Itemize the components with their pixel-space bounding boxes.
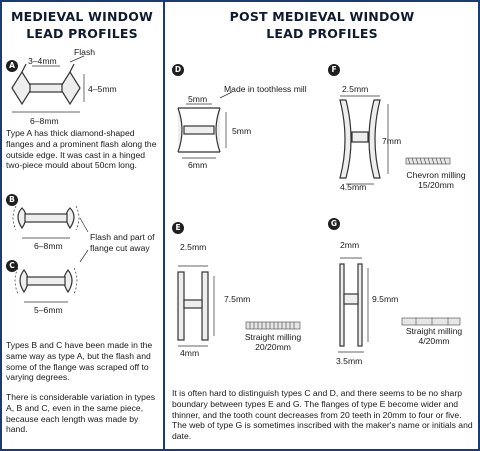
e-top-label: 2.5mm — [180, 242, 207, 252]
g-bottom-label: 3.5mm — [336, 356, 363, 366]
d-side-label: 5mm — [232, 126, 252, 136]
a-span-label: 6–8mm — [30, 116, 59, 126]
g-top-label: 2mm — [340, 240, 360, 250]
profile-d-dimensions — [182, 91, 233, 159]
a-height-label: 4–5mm — [88, 84, 117, 94]
badge-e: E — [172, 222, 184, 234]
a-flash-label: Flash — [74, 47, 96, 57]
b-span-label: 6–8mm — [34, 241, 63, 251]
badge-b: B — [6, 194, 18, 206]
badge-c: C — [6, 260, 18, 272]
e-mill-count: 20/20mm — [255, 342, 291, 352]
right-title-line2: LEAD PROFILES — [266, 26, 378, 41]
straight-milling-sample-e — [245, 321, 301, 330]
g-mill-count: 4/20mm — [418, 336, 450, 346]
variation-note: There is considerable variation in types… — [6, 392, 156, 435]
e-mill-label: Straight milling — [244, 332, 302, 342]
badge-g: G — [328, 218, 340, 230]
profile-c-dimensions — [14, 249, 89, 303]
a-width-label: 3–4mm — [28, 56, 57, 66]
profile-c-drawing — [19, 269, 73, 294]
profile-f-dimensions — [340, 95, 389, 185]
types-bc-description: Types B and C have been made in the same… — [6, 340, 153, 383]
f-top-label: 2.5mm — [342, 84, 369, 94]
c-span-label: 5–6mm — [34, 305, 63, 315]
profile-b-dimensions — [12, 205, 89, 239]
badge-a: A — [6, 60, 18, 72]
right-title-line1: POST MEDIEVAL WINDOW — [229, 9, 415, 24]
left-title-line2: LEAD PROFILES — [26, 26, 138, 41]
badge-f: F — [328, 64, 340, 76]
f-side-label: 7mm — [382, 136, 402, 146]
d-bottom-label: 6mm — [188, 160, 208, 170]
profile-e-dimensions — [178, 265, 215, 347]
f-mill-count: 15/20mm — [418, 180, 454, 190]
chevron-milling-sample — [405, 157, 451, 165]
straight-milling-sample-g — [401, 317, 461, 326]
profile-e-drawing — [177, 271, 209, 341]
profile-a-drawing — [11, 63, 81, 106]
profile-g-dimensions — [338, 257, 369, 353]
f-bottom-label: 4.5mm — [340, 182, 367, 192]
profile-f-drawing — [339, 99, 381, 179]
type-a-description: Type A has thick diamond-shaped flanges … — [6, 128, 157, 171]
e-bottom-label: 4mm — [180, 348, 200, 358]
g-side-label: 9.5mm — [372, 294, 399, 304]
e-side-label: 7.5mm — [224, 294, 251, 304]
profile-g-drawing — [339, 263, 363, 347]
post-medieval-note: It is often hard to distinguish types C … — [172, 388, 473, 442]
profile-d-drawing — [177, 107, 221, 153]
badge-d: D — [172, 64, 184, 76]
d-note-label: Made in toothless mill — [224, 84, 307, 94]
f-mill-label: Chevron milling — [406, 170, 466, 180]
d-top-label: 5mm — [188, 94, 208, 104]
left-title-line1: MEDIEVAL WINDOW — [10, 9, 154, 24]
profile-b-drawing — [17, 207, 75, 230]
bc-flash-note: Flash and part of flange cut away — [90, 232, 155, 253]
g-mill-label: Straight milling — [405, 326, 463, 336]
profile-a-dimensions — [12, 55, 85, 113]
